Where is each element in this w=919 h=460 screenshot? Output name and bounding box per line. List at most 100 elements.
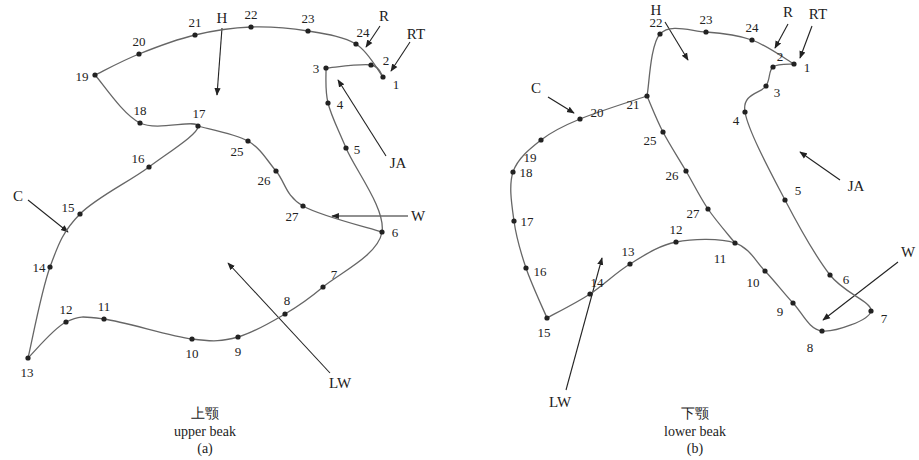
landmark-number: 18 <box>133 104 148 117</box>
landmark-dot <box>819 328 824 333</box>
part-label: C <box>13 189 23 204</box>
landmark-dot <box>146 164 151 169</box>
landmark-dot <box>47 264 52 269</box>
landmark-dot <box>742 109 747 114</box>
landmark-number: 14 <box>590 276 605 289</box>
landmark-number: 7 <box>330 268 339 281</box>
leader-arrow <box>391 42 410 71</box>
landmark-dot <box>380 74 385 79</box>
landmark-dot <box>868 308 873 313</box>
landmark-number: 26 <box>665 169 680 182</box>
panel-caption: (b) <box>687 442 703 456</box>
landmark-dot <box>235 334 240 339</box>
landmark-dot <box>732 240 737 245</box>
landmark-dot <box>245 138 250 143</box>
part-label: R <box>379 9 389 24</box>
landmark-dot <box>660 129 665 134</box>
part-label: H <box>217 11 228 26</box>
landmark-number: 21 <box>188 16 203 29</box>
part-label: C <box>531 81 541 96</box>
landmark-dot <box>749 37 754 42</box>
landmark-number: 27 <box>285 210 300 223</box>
landmark-number: 8 <box>283 294 292 307</box>
landmark-number: 7 <box>880 312 889 325</box>
landmark-dot <box>192 32 197 37</box>
landmark-number: 2 <box>776 50 785 63</box>
landmark-dot <box>273 168 278 173</box>
landmark-number: 22 <box>244 8 259 21</box>
landmark-dot <box>523 265 528 270</box>
landmark-number: 18 <box>519 166 534 179</box>
landmark-number: 1 <box>392 78 401 91</box>
landmark-number: 26 <box>257 174 272 187</box>
landmark-dot <box>673 239 678 244</box>
landmark-dot <box>544 315 549 320</box>
landmark-number: 17 <box>192 107 207 120</box>
part-label: RT <box>407 27 425 42</box>
part-label: RT <box>809 7 827 22</box>
landmark-number: 17 <box>520 215 535 228</box>
landmark-dot <box>703 29 708 34</box>
beak-outline <box>198 126 382 232</box>
landmark-number: 9 <box>776 305 785 318</box>
landmark-dot <box>282 311 287 316</box>
landmark-dot <box>577 116 582 121</box>
beak-outline <box>326 65 383 77</box>
landmark-number: 27 <box>686 207 701 220</box>
landmark-number: 1 <box>803 61 812 74</box>
landmark-dot <box>343 145 348 150</box>
landmark-number: 6 <box>391 226 400 239</box>
leader-arrow <box>217 28 222 95</box>
landmark-number: 20 <box>590 106 605 119</box>
beak-outline <box>511 96 647 318</box>
landmark-number: 24 <box>745 21 760 34</box>
landmark-number: 25 <box>230 145 245 158</box>
landmark-number: 5 <box>353 143 362 156</box>
landmark-number: 11 <box>97 300 112 313</box>
landmark-number: 3 <box>312 62 321 75</box>
landmark-number: 12 <box>669 223 684 236</box>
part-label: LW <box>329 376 351 391</box>
beak-outline <box>28 75 198 358</box>
leader-arrow <box>548 97 574 113</box>
landmark-dot <box>353 41 358 46</box>
landmark-dot <box>770 64 775 69</box>
landmark-number: 4 <box>732 114 741 127</box>
beak-outline <box>95 27 383 77</box>
landmark-dot <box>510 169 515 174</box>
landmark-number: 4 <box>336 98 345 111</box>
landmark-number: 6 <box>842 273 851 286</box>
landmark-dot <box>368 62 373 67</box>
landmark-number: 3 <box>773 86 782 99</box>
landmark-dot <box>320 284 325 289</box>
landmark-number: 5 <box>794 184 803 197</box>
leader-arrow <box>332 215 408 216</box>
landmark-dot <box>305 28 310 33</box>
landmark-dot <box>195 123 200 128</box>
landmark-number: 13 <box>20 366 35 379</box>
beak-outline <box>647 96 735 243</box>
leader-arrow <box>665 22 688 60</box>
leader-arrow <box>800 152 840 180</box>
landmark-dot <box>705 206 710 211</box>
landmark-number: 13 <box>621 245 636 258</box>
landmark-dot <box>644 93 649 98</box>
landmark-number: 24 <box>356 26 371 39</box>
leader-arrow <box>775 24 788 48</box>
landmark-dot <box>189 336 194 341</box>
landmark-dot <box>782 197 787 202</box>
landmark-number: 15 <box>537 326 552 339</box>
part-label: W <box>901 245 915 260</box>
panel-caption: (a) <box>197 442 213 456</box>
landmark-number: 20 <box>132 35 147 48</box>
panel-caption: 上颚 <box>191 407 219 421</box>
landmark-number: 16 <box>533 265 548 278</box>
landmark-dot <box>587 291 592 296</box>
panel-caption: lower beak <box>664 425 726 439</box>
landmark-number: 10 <box>746 276 761 289</box>
landmark-dot <box>763 83 768 88</box>
beak-outline <box>547 64 871 331</box>
part-label: JA <box>390 156 407 171</box>
landmark-dot <box>627 261 632 266</box>
